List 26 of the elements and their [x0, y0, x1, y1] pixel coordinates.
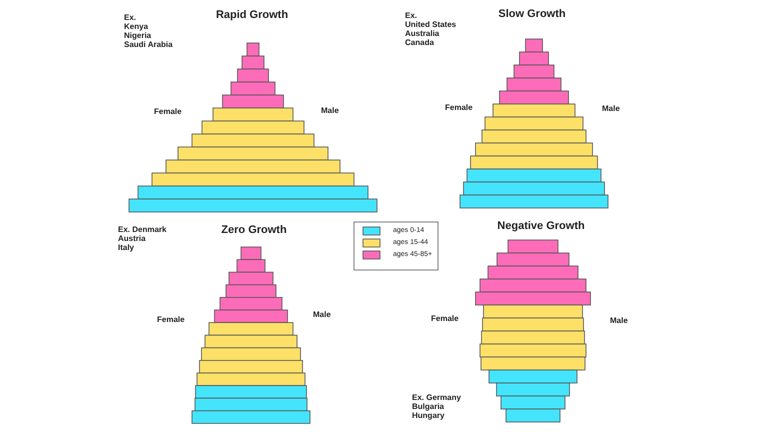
pyramid-title: Rapid Growth — [216, 9, 288, 21]
example-country-text: Ex. Denmark — [118, 225, 166, 234]
axis-side-label: Male — [313, 310, 331, 319]
example-country-text: Saudi Arabia — [124, 40, 173, 49]
axis-side-label: Male — [602, 104, 620, 113]
example-country-text: Hungary — [412, 411, 444, 420]
example-country-text: Ex. — [405, 11, 418, 20]
example-country-text: Bulgaria — [412, 402, 444, 411]
pyramid-title: Negative Growth — [497, 220, 585, 232]
example-country-text: Ex. Germany — [412, 393, 461, 402]
pyramid-title: Zero Growth — [221, 224, 287, 236]
axis-side-label: Male — [610, 316, 628, 325]
example-country-text: Italy — [118, 243, 134, 252]
example-country-text: Kenya — [124, 22, 148, 31]
axis-side-label: Female — [431, 314, 459, 323]
example-country-text: United States — [405, 20, 456, 29]
pyramid-title: Slow Growth — [498, 8, 566, 20]
example-country-text: Austria — [118, 234, 146, 243]
axis-side-label: Male — [321, 106, 339, 115]
example-country-text: Nigeria — [124, 31, 152, 40]
example-country-text: Canada — [405, 38, 434, 47]
axis-side-label: Female — [157, 315, 185, 324]
example-country-text: Ex. — [124, 13, 136, 22]
axis-side-label: Female — [154, 107, 182, 116]
example-country-text: Australia — [405, 29, 440, 38]
axis-side-label: Female — [445, 103, 473, 112]
